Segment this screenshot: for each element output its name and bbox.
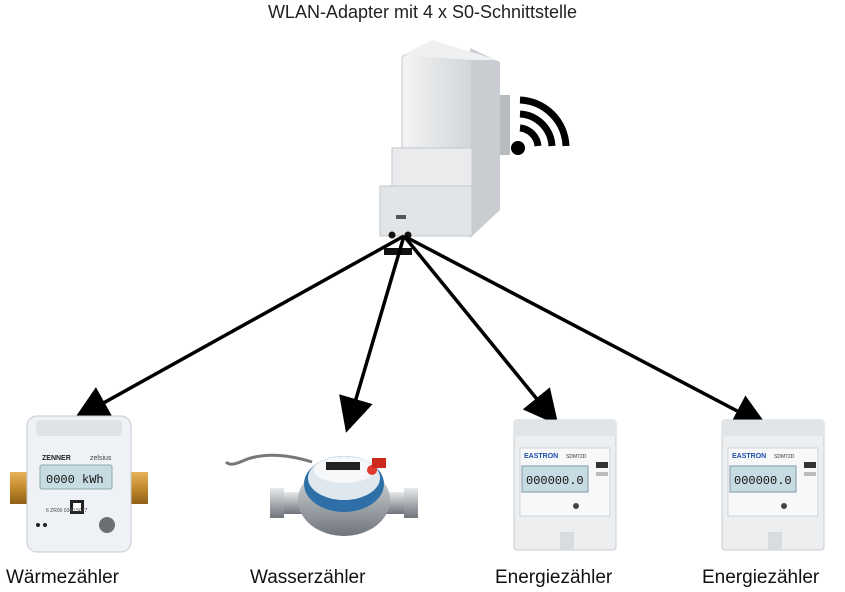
energy-meter-1-model: SDM72D xyxy=(566,454,587,460)
energy-meter-icon: EASTRON SDM72D 000000.0 xyxy=(722,420,824,550)
wifi-icon xyxy=(511,100,566,155)
wlan-adapter-icon xyxy=(380,40,510,255)
energy-meter-icon: EASTRON SDM72D 000000.0 xyxy=(514,420,616,550)
heat-meter-label: Wärmezähler xyxy=(6,567,119,589)
energy-meter-1-brand: EASTRON xyxy=(524,453,558,460)
heat-meter-model: zelsius xyxy=(90,455,112,462)
heat-meter-display: 0000 kWh xyxy=(46,473,104,487)
energy-meter-1-display: 000000.0 xyxy=(526,474,584,488)
arrow-to-heat-meter xyxy=(80,236,404,416)
water-meter-icon xyxy=(226,455,418,536)
arrow-to-energy-meter-1 xyxy=(404,236,554,420)
arrow-to-water-meter xyxy=(348,236,404,426)
water-meter-label: Wasserzähler xyxy=(250,567,365,589)
arrow-to-energy-meter-2 xyxy=(404,236,762,424)
svg-text:6 ZR00 0340 5677: 6 ZR00 0340 5677 xyxy=(46,508,88,514)
heat-meter-icon: ZENNER zelsius 0000 kWh 6 ZR00 0340 5677 xyxy=(10,416,148,552)
energy-meter-2-display: 000000.0 xyxy=(734,474,792,488)
energy-meter-1-label: Energiezähler xyxy=(495,567,612,589)
energy-meter-2-brand: EASTRON xyxy=(732,453,766,460)
energy-meter-2-model: SDM72D xyxy=(774,454,795,460)
energy-meter-2-label: Energiezähler xyxy=(702,567,819,589)
heat-meter-brand: ZENNER xyxy=(42,455,71,462)
